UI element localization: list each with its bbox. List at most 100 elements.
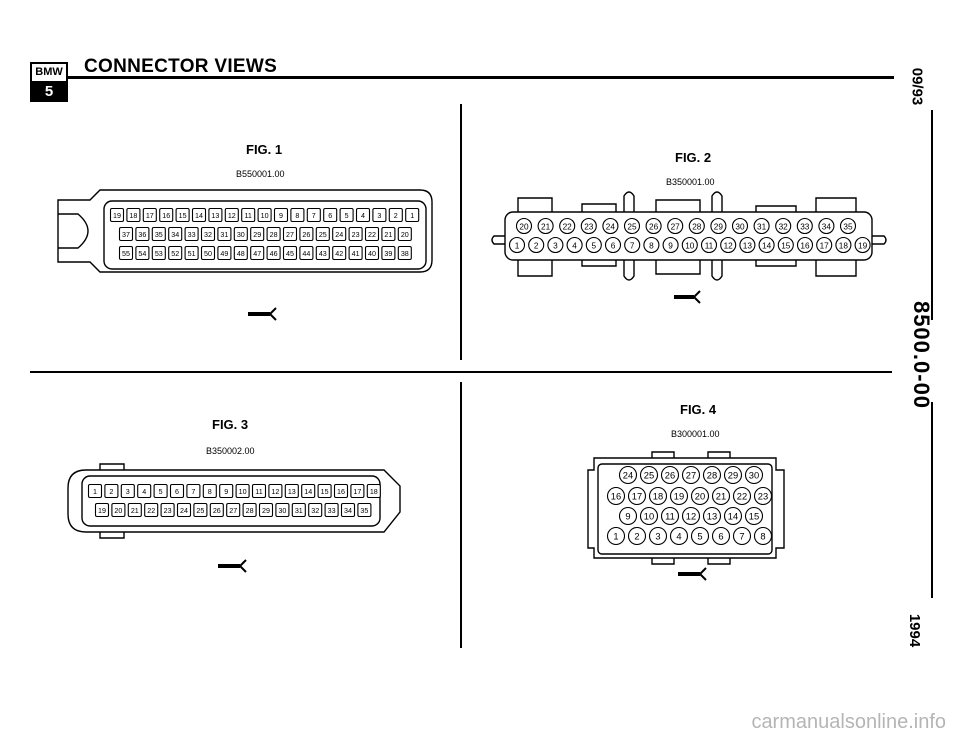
connector-pin — [711, 526, 731, 546]
connector-pin — [153, 483, 168, 499]
connector-pin-number: 20 — [695, 492, 705, 502]
connector-pin — [135, 245, 150, 261]
connector-pin-number: 5 — [592, 241, 597, 250]
connector-pin-number: 30 — [735, 222, 745, 231]
connector-pin-number: 19 — [674, 492, 684, 502]
connector-pin — [381, 226, 396, 242]
connector-pin-number: 6 — [718, 532, 723, 542]
connector-pin — [710, 217, 727, 235]
connector-pin-number: 8 — [295, 212, 299, 220]
connector-pin — [639, 465, 659, 485]
connector-pin — [317, 483, 332, 499]
connector-pin — [111, 502, 126, 518]
fig2-right-latch — [872, 235, 887, 245]
connector-pin — [405, 207, 420, 223]
connector-pin-number: 4 — [572, 241, 577, 250]
connector-pin-number: 23 — [584, 222, 594, 231]
connector-pin-number: 7 — [630, 241, 635, 250]
fig3-title: FIG. 3 — [212, 417, 249, 432]
connector-pin-number: 10 — [239, 488, 247, 496]
connector-pin-number: 26 — [665, 471, 675, 481]
connector-pin — [168, 226, 183, 242]
connector-pin — [120, 483, 135, 499]
connector-pin-number: 32 — [311, 507, 319, 515]
connector-pin-number: 35 — [843, 222, 853, 231]
connector-pin — [580, 217, 597, 235]
connector-pin-number: 47 — [253, 250, 261, 258]
connector-pin-number: 4 — [142, 488, 146, 496]
connector-pin — [160, 502, 175, 518]
connector-pin-number: 12 — [228, 212, 236, 220]
connector-pin-number: 17 — [820, 241, 830, 250]
connector-pin — [357, 502, 372, 518]
fig1-code: B550001.00 — [236, 169, 285, 179]
connector-pin-number: 13 — [707, 512, 717, 522]
connector-pin — [777, 236, 794, 254]
connector-pin — [623, 217, 641, 235]
connector-pin — [688, 217, 705, 235]
connector-pin — [258, 502, 274, 518]
connector-pin — [290, 207, 305, 223]
connector-pin — [126, 207, 141, 223]
connector-pin — [753, 217, 770, 235]
connector-pin — [732, 486, 752, 506]
connector-pin — [559, 217, 576, 235]
connector-pin — [796, 236, 814, 254]
connector-pin — [758, 236, 775, 254]
connector-pin-number: 9 — [279, 212, 283, 220]
connector-pin-number: 43 — [319, 250, 327, 258]
fig3-key-icon — [218, 559, 247, 573]
connector-pin — [669, 526, 689, 546]
connector-pin — [209, 502, 224, 518]
connector-pin — [835, 236, 852, 254]
connector-pin — [137, 483, 152, 499]
connector-pin-number: 9 — [625, 512, 630, 522]
connector-pin-number: 14 — [728, 512, 738, 522]
connector-pin — [332, 245, 347, 261]
connector-pin — [355, 207, 371, 223]
connector-pin — [854, 236, 871, 254]
fig4-code: B300001.00 — [671, 429, 720, 439]
connector-pin — [739, 236, 756, 254]
connector-pin-number: 27 — [229, 507, 237, 515]
connector-pin — [306, 207, 321, 223]
connector-pin-number: 40 — [368, 250, 376, 258]
connector-pin-number: 1 — [93, 488, 97, 496]
connector-pin — [690, 486, 710, 506]
connector-pin-number: 24 — [606, 222, 616, 231]
fig2-bottom-tabs — [517, 260, 857, 281]
connector-pin-number: 26 — [649, 222, 659, 231]
connector-pin — [660, 465, 680, 485]
fig2-left-latch — [491, 235, 505, 245]
connector-pin-number: 4 — [676, 532, 681, 542]
connector-pin-number: 18 — [370, 488, 378, 496]
fig4-tabs — [651, 451, 731, 565]
connector-pin — [775, 217, 792, 235]
fig3-code: B350002.00 — [206, 446, 255, 456]
connector-pin — [219, 483, 234, 499]
header-divider — [66, 76, 894, 79]
connector-pin-number: 5 — [345, 212, 349, 220]
connector-pin-number: 29 — [253, 231, 261, 239]
connector-pin-number: 15 — [321, 488, 329, 496]
connector-pin — [250, 245, 265, 261]
connector-pin-number: 33 — [328, 507, 336, 515]
connector-pin-number: 13 — [288, 488, 296, 496]
connector-pin-number: 7 — [739, 532, 744, 542]
connector-pin — [142, 207, 157, 223]
connector-pin — [144, 502, 159, 518]
connector-pin-number: 16 — [337, 488, 345, 496]
connector-pin — [118, 245, 134, 261]
connector-pin — [627, 526, 647, 546]
connector-pin — [366, 483, 381, 499]
connector-pin-number: 27 — [286, 231, 294, 239]
connector-pin — [627, 486, 647, 506]
connector-pin — [87, 483, 103, 499]
connector-pin — [235, 483, 250, 499]
connector-pin — [275, 502, 290, 518]
connector-pin — [301, 483, 316, 499]
connector-pin-number: 6 — [328, 212, 332, 220]
connector-pin-number: 35 — [360, 507, 368, 515]
